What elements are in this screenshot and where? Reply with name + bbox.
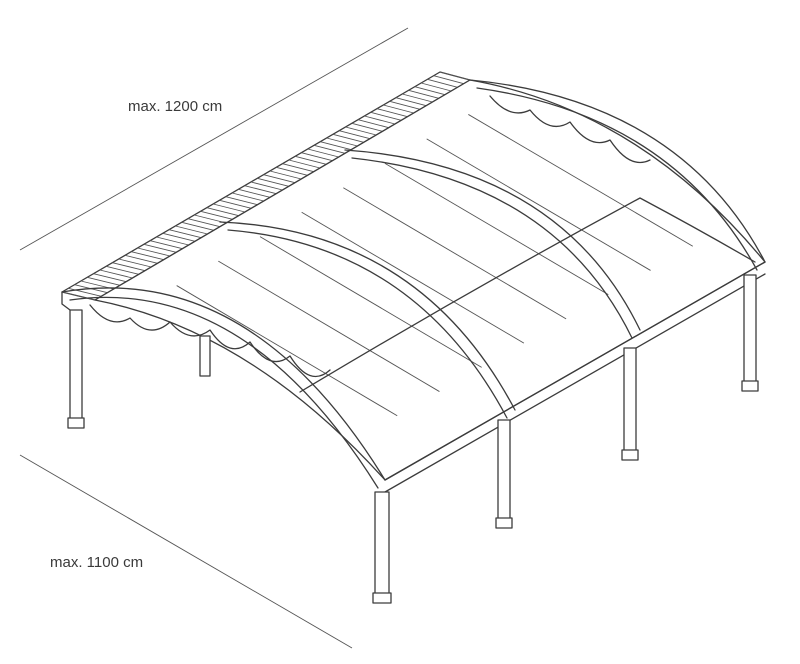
gutter-hatch-line [332,133,364,143]
gutter-hatch-line [137,247,171,257]
gutter-hatch-line [225,196,258,206]
back-valance [489,95,651,164]
gutter-hatch-line [250,181,283,191]
gutter-hatch-line [263,174,296,184]
gutter-hatch-line [238,188,271,198]
gutter-hatch-line [294,155,327,165]
gutter-hatch-line [364,115,396,125]
gutter-hatch-line [131,251,164,261]
canopy-seam-line [218,260,440,392]
gutter-hatch-line [427,78,458,88]
gutter-hatch-line [156,236,189,246]
gutter-hatch-line [301,152,333,162]
post-mid-left [199,335,211,377]
gutter-hatch-line [402,93,433,103]
canopy-seam-line [343,187,567,320]
roof-canopy [94,79,766,481]
gutter-hatch-line [313,144,346,154]
canopy-seam-line [301,211,525,344]
gutter-hatch-line [339,130,371,140]
gutter-hatch-line [93,273,127,283]
gutter-hatch-line [257,177,289,187]
canopy-seam-line [468,114,694,247]
gutter-hatch-line [168,229,202,239]
gutter-hatch-line [124,254,158,264]
post-front-middle [495,419,513,529]
arch-front [61,287,386,489]
gutter-hatch-line [87,276,121,286]
gutter-hatch-line [162,232,196,242]
canopy-seam-line [426,138,651,271]
gutter-hatch-line [269,170,302,180]
gutter-hatch-line [181,221,214,231]
arch-middle-2 [344,149,641,339]
canopy-seam-line [259,236,482,368]
width-dimension-line [19,27,409,251]
gutter-hatch-line [376,108,408,118]
post-back-right [741,274,759,392]
gutter-hatch-line [307,148,339,158]
gutter-hatch-line [200,210,233,220]
canopy-seam-line [176,285,398,417]
depth-dimension-line [19,454,353,649]
canopy-seam-line [384,162,609,296]
width-dimension-label: max. 1200 cm [128,98,223,115]
gutter-hatch-line [345,126,377,136]
gutter-hatch-line [414,86,446,96]
gutter-hatch-line [112,262,146,272]
post-back-middle [621,347,639,461]
front-valance [89,304,331,378]
rear-gutter [61,71,471,301]
gutter-hatch-line [150,240,183,250]
gutter-hatch-line [389,100,421,110]
gutter-hatch-line [320,141,352,151]
gutter-hatch-line [105,265,139,275]
gutter-hatch-line [99,269,133,279]
gutter-hatch-line [175,225,208,235]
gutter-hatch-line [118,258,152,268]
arch-middle-1 [219,221,516,419]
gutter-hatch-line [433,75,464,85]
front-beam [384,261,766,493]
post-front-left [67,309,85,429]
gutter-hatch-line [219,199,252,209]
arch-back [469,79,766,271]
post-front-corner [372,491,392,604]
gutter-hatch-line [326,137,358,147]
gutter-hatch-line [282,163,314,173]
gutter-hatch-line [370,111,402,121]
depth-dimension-label: max. 1100 cm [50,554,144,571]
gutter-hatch-line [439,71,471,81]
gutter-hatch-line [351,122,383,132]
gutter-hatch-line [231,192,264,202]
gutter-hatch-line [276,166,308,176]
gutter-hatch-line [288,159,321,169]
gutter-hatch-line [408,89,439,99]
gutter-hatch-line [395,97,427,107]
gutter-hatch-line [61,291,96,301]
gutter-hatch-line [213,203,246,213]
left-beam [61,291,71,311]
gutter-hatch-line [244,185,277,195]
gutter-hatch-line [187,218,221,228]
gutter-hatch-line [206,207,239,217]
gutter-hatch-line [383,104,414,114]
gutter-hatch-line [357,119,389,129]
gutter-hatch-line [143,243,177,253]
gutter-hatch-line [420,82,452,92]
